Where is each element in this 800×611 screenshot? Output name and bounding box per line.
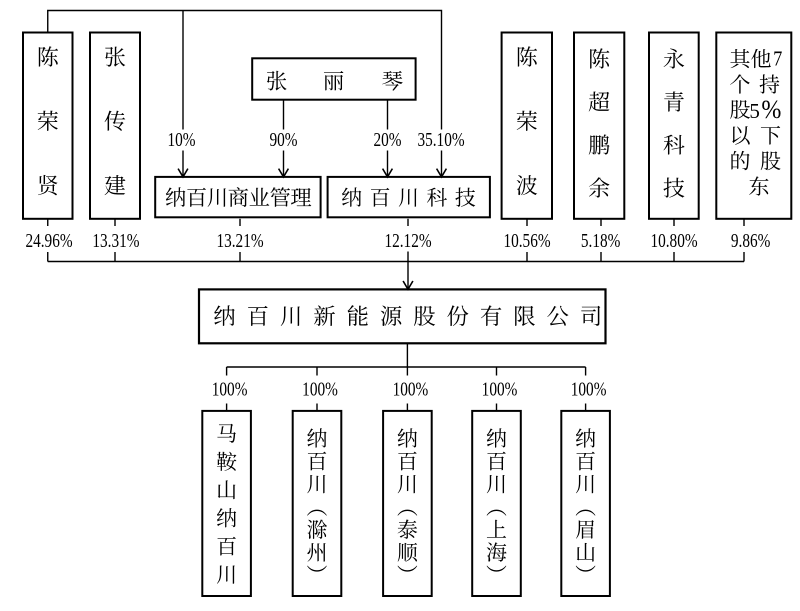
svg-text:100%: 100% <box>302 377 338 399</box>
svg-text:10.80%: 10.80% <box>650 229 697 251</box>
svg-text:%: % <box>761 96 781 124</box>
svg-text:10.56%: 10.56% <box>503 229 550 251</box>
svg-text:35.10%: 35.10% <box>417 128 464 150</box>
svg-text:5: 5 <box>749 99 760 123</box>
svg-text:12.12%: 12.12% <box>384 229 431 251</box>
svg-text:13.21%: 13.21% <box>216 229 263 251</box>
svg-text:24.96%: 24.96% <box>25 229 72 251</box>
svg-text:100%: 100% <box>571 377 607 399</box>
svg-text:90%: 90% <box>269 128 297 150</box>
svg-text:20%: 20% <box>373 128 401 150</box>
svg-text:5.18%: 5.18% <box>581 229 621 251</box>
svg-text:100%: 100% <box>482 377 518 399</box>
svg-text:9.86%: 9.86% <box>731 229 771 251</box>
svg-text:13.31%: 13.31% <box>92 229 139 251</box>
svg-text:100%: 100% <box>393 377 429 399</box>
svg-text:100%: 100% <box>212 377 248 399</box>
svg-text:7: 7 <box>773 48 782 70</box>
svg-text:10%: 10% <box>167 128 195 150</box>
